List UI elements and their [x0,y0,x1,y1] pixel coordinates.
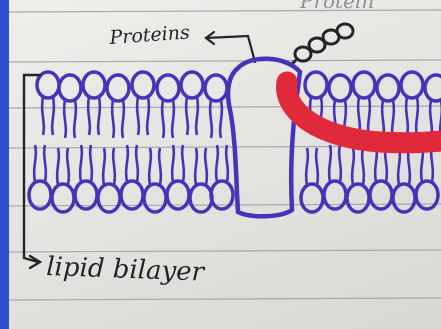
protein-arrow [204,30,257,64]
phospholipid-head [50,182,76,214]
phospholipid-head [96,182,122,214]
phospholipid-tail [180,144,186,183]
phospholipid-tail [88,144,94,183]
phospholipid-tail [314,147,320,186]
phospholipid-head [375,73,401,103]
phospholipid-head [345,182,371,214]
phospholipid-tail [147,147,153,186]
phospholipid-head [209,179,235,211]
phospholipid-tail [337,144,343,183]
phospholipid-head [203,73,229,103]
phospholipid-tail [396,147,402,186]
bilayer-bracket [22,73,43,270]
upper-lipid-layer [35,70,441,139]
phospholipid-tail [55,147,61,186]
phospholipid-tail [203,147,209,186]
phospholipid-head [73,179,99,211]
phospholipid-tail [124,144,130,183]
phospholipid-tail [224,144,230,183]
protein-label: Proteins [108,21,191,49]
phospholipid-tail [160,99,166,139]
phospholipid-head [179,70,205,100]
phospholipid-tail [170,144,176,183]
phospholipid-head [188,182,214,214]
phospholipid-tail [193,147,199,186]
phospholipid-tail [120,99,126,139]
phospholipid-tail [214,144,220,183]
phospholipid-tail [134,144,140,183]
phospholipid-tail [145,96,151,136]
phospholipid-tail [414,96,420,136]
phospholipid-tail [327,144,333,183]
phospholipid-tail [350,147,356,186]
phospholipid-tail [184,96,190,136]
phospholipid-tail [157,147,163,186]
phospholipid-tail [404,96,410,136]
margin-line [0,0,9,329]
phospholipid-tail [96,96,102,136]
phospholipid-head [27,179,53,211]
phospholipid-tail [208,99,214,139]
carbohydrate-chain-icon [288,22,355,68]
corner-text: Protein [299,0,374,13]
phospholipid-head [155,73,181,103]
phospholipid-tail [65,147,71,186]
phospholipid-tail [170,99,176,139]
phospholipid-tail [42,144,48,183]
phospholipid-tail [62,99,68,139]
phospholipid-head [423,73,441,103]
phospholipid-head [105,73,131,103]
phospholipid-tail [304,147,310,186]
phospholipid-head [130,70,156,100]
phospholipid-tail [360,147,366,186]
phospholipid-tail [111,147,117,186]
phospholipid-head [399,70,425,100]
phospholipid-head [81,70,107,100]
phospholipid-tail [194,96,200,136]
phospholipid-tail [78,144,84,183]
phospholipid-head [351,70,377,100]
phospholipid-tail [72,99,78,139]
phospholipid-head [391,182,417,214]
phospholipid-tail [135,96,141,136]
phospholipid-tail [40,96,46,136]
phospholipid-head [299,182,325,214]
phospholipid-head [414,179,440,211]
phospholipid-head [119,179,145,211]
red-highlight-stroke [276,71,441,154]
phospholipid-head [327,73,353,103]
phospholipid-tail [406,147,412,186]
phospholipid-tail [110,99,116,139]
phospholipid-head [57,73,83,103]
phospholipid-head [142,182,168,214]
phospholipid-head [303,70,329,100]
bilayer-label: lipid bilayer [46,252,206,288]
protein-shape [225,56,303,219]
phospholipid-tail [86,96,92,136]
phospholipid-tail [218,99,224,139]
phospholipid-tail [50,96,56,136]
lower-lipid-layer [27,144,440,214]
phospholipid-tail [32,144,38,183]
phospholipid-tail [366,96,372,136]
phospholipid-tail [101,147,107,186]
